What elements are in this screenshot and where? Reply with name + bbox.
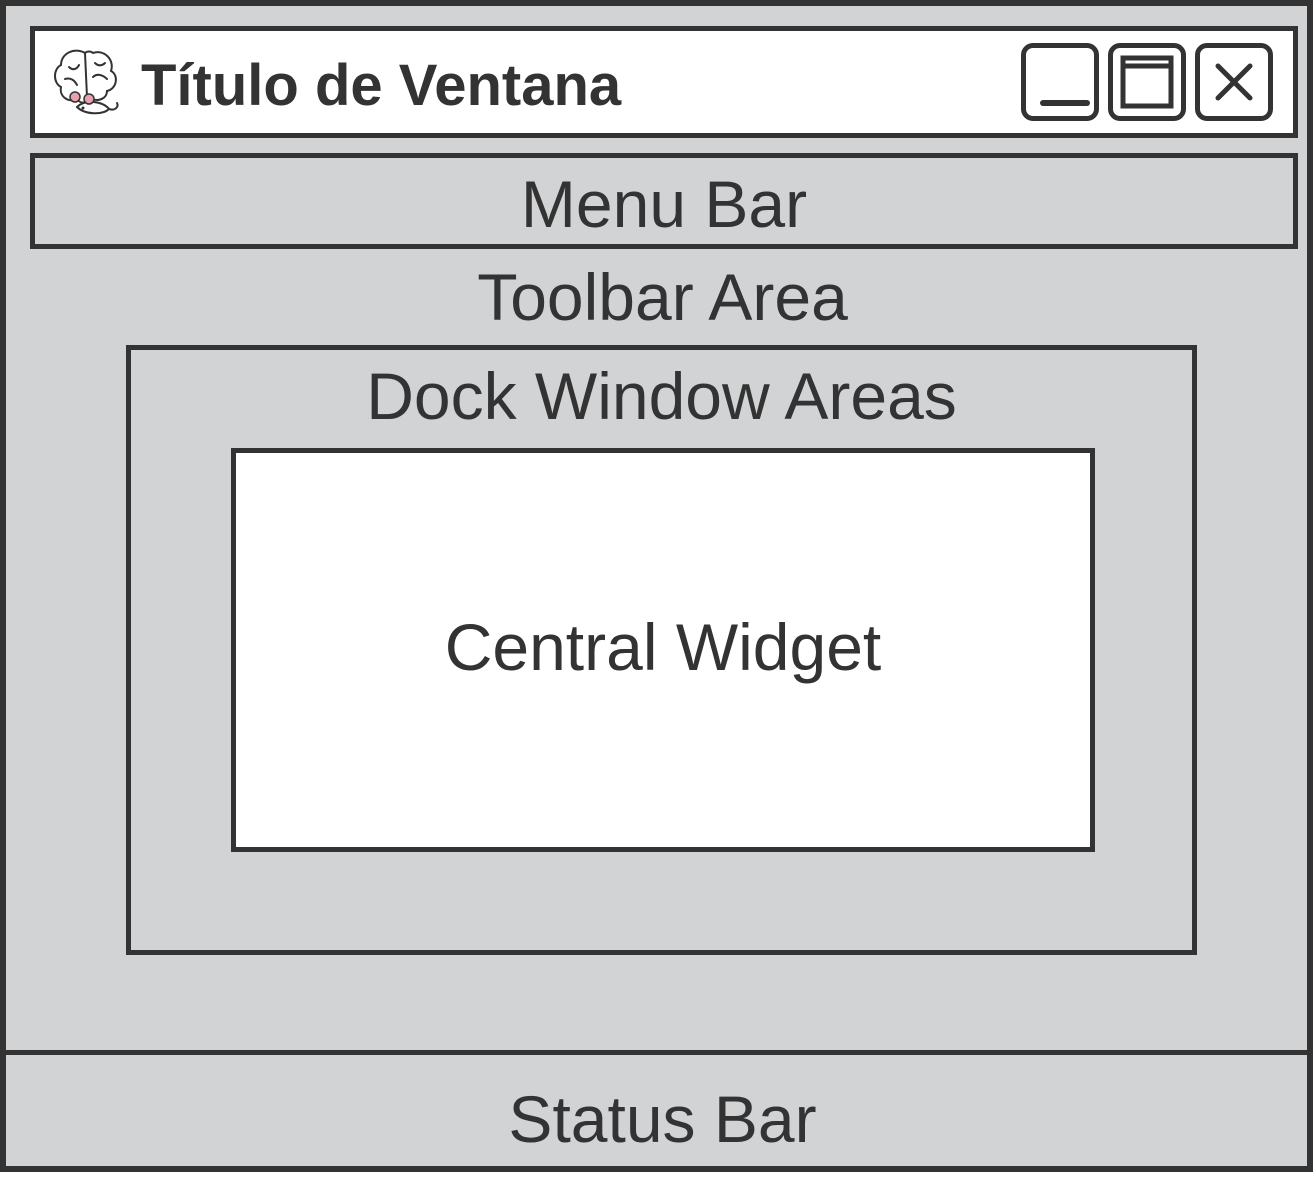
maximize-icon	[1120, 55, 1174, 109]
brain-mouse-logo-icon	[54, 49, 119, 115]
title-bar: Título de Ventana	[30, 26, 1298, 138]
menu-bar[interactable]: Menu Bar	[30, 153, 1298, 249]
minimize-icon	[1040, 100, 1090, 106]
maximize-button[interactable]	[1108, 43, 1186, 121]
status-bar-label: Status Bar	[508, 1082, 817, 1156]
toolbar-area-label: Toolbar Area	[477, 260, 848, 334]
status-bar: Status Bar	[6, 1050, 1313, 1178]
central-widget[interactable]: Central Widget	[231, 448, 1095, 852]
minimize-button[interactable]	[1021, 43, 1099, 121]
close-button[interactable]	[1195, 43, 1273, 121]
close-icon	[1215, 63, 1253, 101]
central-widget-label: Central Widget	[444, 610, 882, 684]
menu-bar-label: Menu Bar	[520, 167, 808, 241]
window-title: Título de Ventana	[141, 53, 622, 118]
dock-window-areas-label: Dock Window Areas	[366, 359, 957, 433]
